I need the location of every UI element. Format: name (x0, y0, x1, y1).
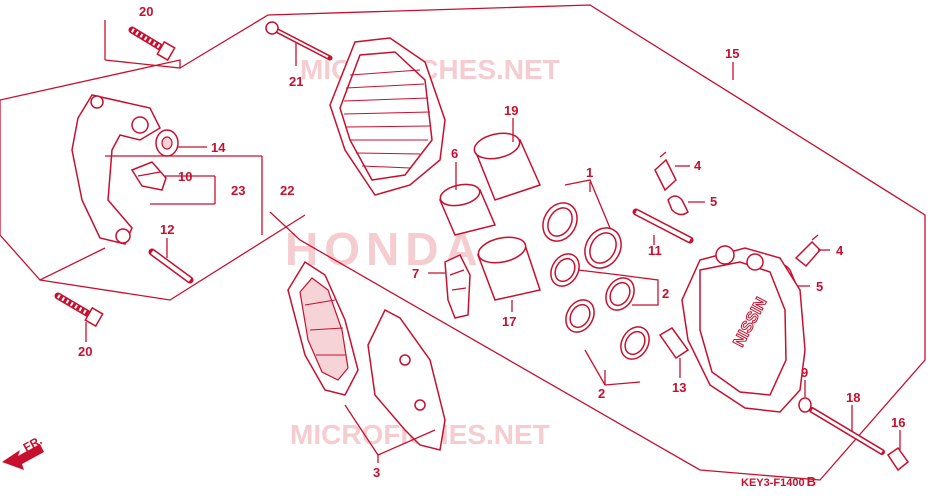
bolt-20-bottom (54, 292, 104, 328)
callout-22: 22 (280, 183, 294, 198)
callout-2-right: 2 (662, 286, 669, 301)
pad-spring-7 (444, 254, 471, 319)
bleeder-cap-5-top (667, 195, 689, 216)
front-direction-arrow-icon (2, 444, 44, 470)
callout-5-top: 5 (710, 194, 717, 209)
callout-5-right: 5 (816, 279, 823, 294)
boot-14 (155, 129, 179, 157)
seal-ring-1a (542, 202, 578, 242)
pin-18 (809, 407, 885, 455)
callout-2-bottom: 2 (598, 386, 605, 401)
callout-16: 16 (891, 415, 905, 430)
seal-ring-2b (605, 277, 635, 311)
seal-ring-1b (584, 227, 622, 269)
caliper-bracket (71, 94, 161, 245)
callout-6: 6 (451, 146, 458, 161)
piston-19 (473, 132, 542, 201)
callout-21: 21 (289, 74, 303, 89)
bolt-20-top (128, 26, 176, 62)
callout-18: 18 (846, 390, 860, 405)
seal-ring-2d (620, 326, 650, 360)
callout-14: 14 (211, 140, 226, 155)
pin-12 (148, 248, 194, 284)
callout-23: 23 (231, 183, 245, 198)
callout-19: 19 (504, 103, 518, 118)
callout-13: 13 (672, 380, 686, 395)
piston-17 (476, 236, 541, 301)
caliper-cover (329, 37, 446, 196)
piston-6 (438, 183, 497, 236)
callout-1: 1 (586, 165, 593, 180)
o-ring-9 (798, 397, 812, 413)
clip-10 (130, 161, 167, 191)
assembly-outline (179, 4, 926, 481)
bolt-13 (658, 327, 690, 360)
brake-pad-outer (287, 260, 359, 396)
caliper-body: NISSIN (681, 245, 806, 413)
brake-pad-inner (367, 308, 446, 451)
callout-11: 11 (648, 243, 662, 258)
callout-4-right: 4 (836, 243, 844, 258)
callout-4-top: 4 (694, 158, 702, 173)
callout-20-bottom: 20 (78, 344, 92, 359)
callout-7: 7 (412, 266, 419, 281)
bolt-21 (265, 21, 333, 61)
bracket-outline-lower (39, 214, 306, 301)
callout-17: 17 (502, 314, 516, 329)
callout-10: 10 (178, 169, 192, 184)
cap-16 (886, 446, 910, 472)
seal-ring-2c (565, 299, 595, 333)
callout-15: 15 (725, 46, 739, 61)
callout-12: 12 (160, 222, 174, 237)
callout-3: 3 (373, 465, 380, 480)
bleeder-4-right (794, 234, 822, 268)
callout-9: 9 (801, 365, 808, 380)
callout-20-top: 20 (139, 4, 153, 19)
seal-ring-2a (550, 253, 580, 287)
bleeder-4-top (654, 151, 677, 192)
pin-11 (632, 208, 694, 244)
